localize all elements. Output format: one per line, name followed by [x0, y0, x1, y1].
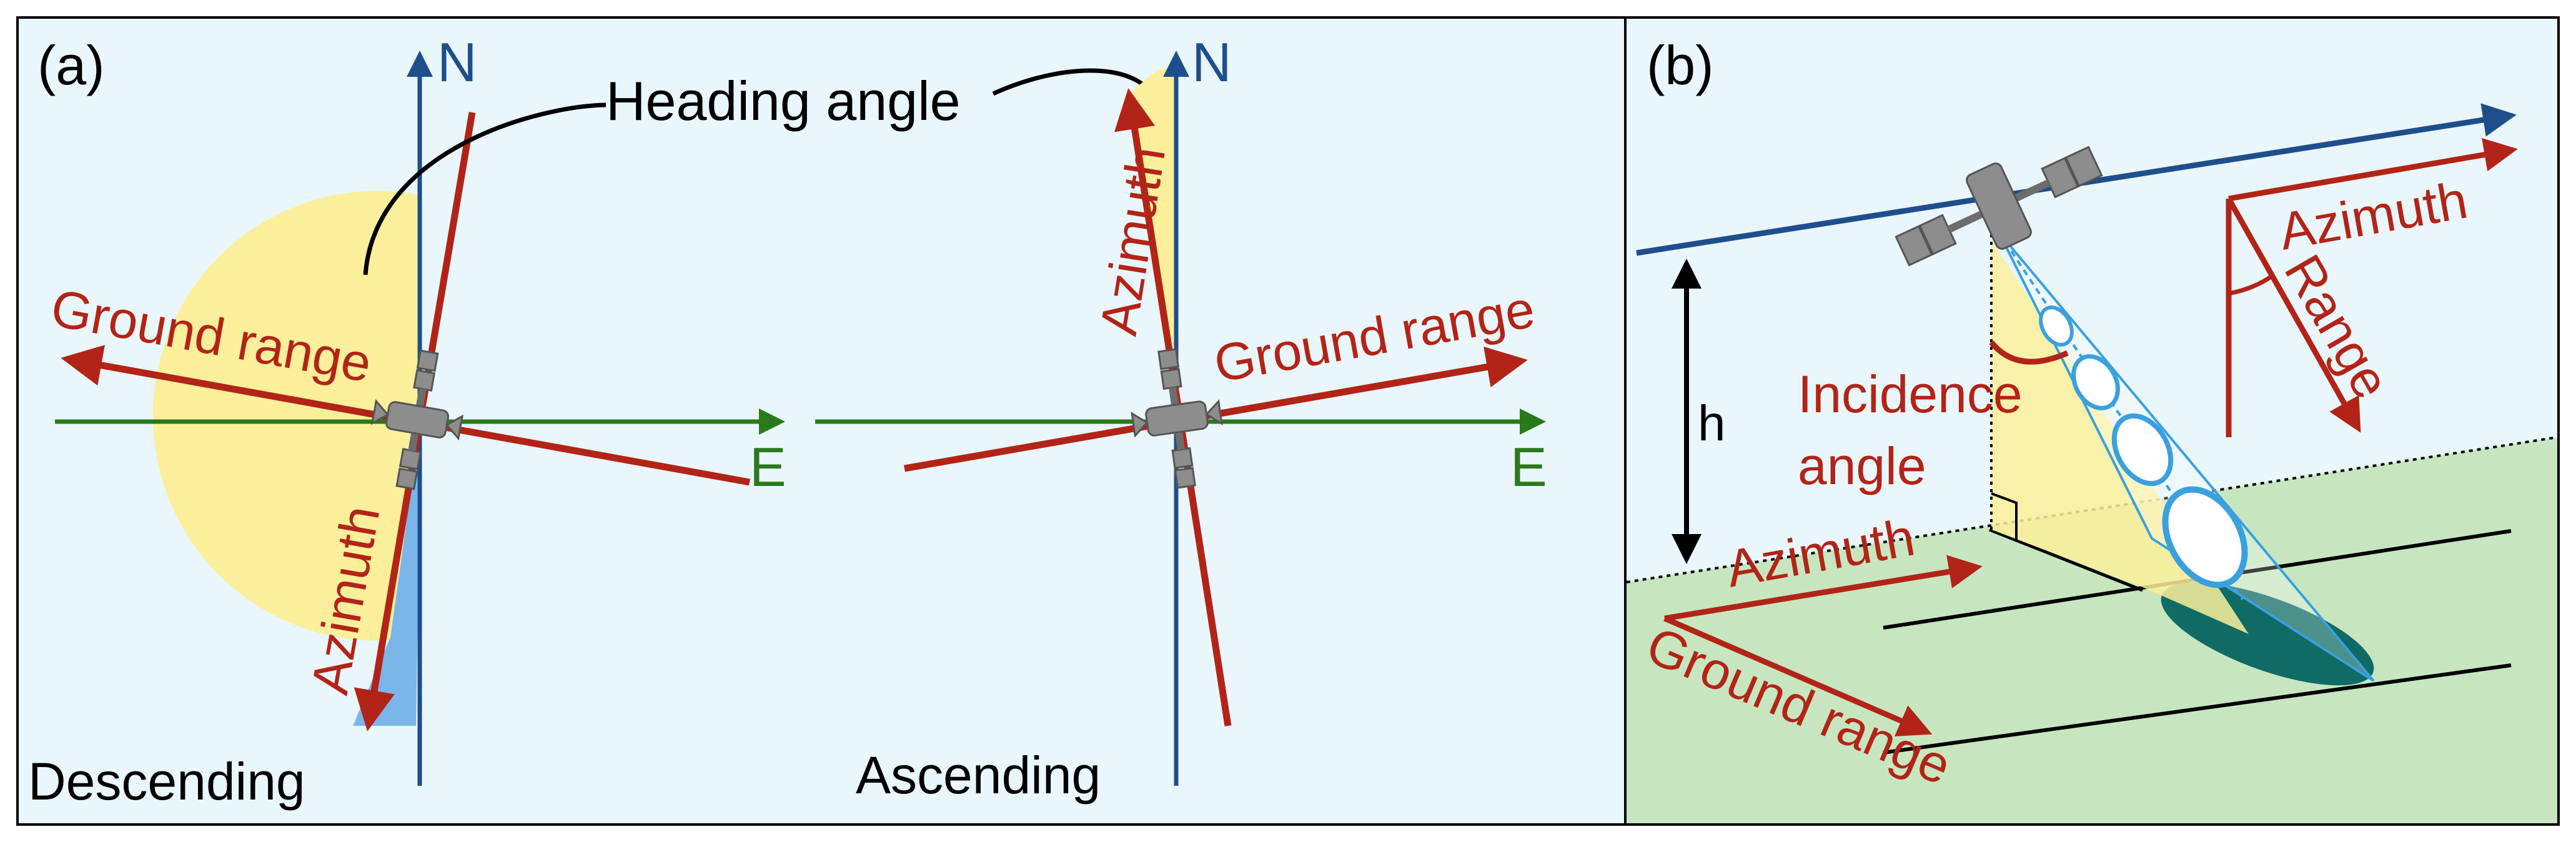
ground-edge-dotted — [1626, 436, 2558, 583]
east-label-left: E — [750, 436, 786, 498]
inset-range-arrow — [2226, 197, 2361, 433]
east-label-right: E — [1510, 436, 1547, 498]
incidence-angle-arc — [1989, 340, 2069, 365]
heading-angle-label: Heading angle — [606, 70, 961, 132]
panel-b-label: (b) — [1647, 34, 1714, 96]
azimuth-arrow-ground — [1664, 555, 1983, 622]
ground-line-lower — [1883, 663, 2512, 755]
beam-disc — [2111, 413, 2174, 487]
north-label-right: N — [1192, 31, 1232, 93]
heading-angle-wedge — [152, 191, 421, 641]
beam-disc — [2039, 305, 2074, 347]
ground-range-arrow — [1663, 615, 1933, 736]
incidence-angle-label-line2: angle — [1798, 437, 1926, 495]
north-label-left: N — [437, 31, 477, 93]
mode-label-ascending: Ascending — [856, 746, 1101, 805]
inset-angle-arc — [2228, 273, 2276, 296]
incidence-angle-label-line1: Incidence — [1798, 365, 2023, 423]
nadir-to-beam-line — [1989, 528, 2143, 592]
heading-angle-callout-left — [363, 102, 607, 275]
ground-plane — [1627, 437, 2557, 823]
satellite-icon — [1895, 146, 2103, 267]
right-angle-marker — [1991, 492, 2018, 540]
beam-disc — [2162, 486, 2248, 588]
height-label: h — [1698, 395, 1726, 451]
panel-a-label: (a) — [37, 34, 105, 96]
north-offset-wedge — [353, 419, 421, 726]
beam-disc — [2071, 354, 2120, 410]
beam-center-line — [1998, 231, 2244, 601]
mode-label-descending: Descending — [28, 752, 305, 811]
inset-azimuth-arrow — [2228, 138, 2518, 202]
